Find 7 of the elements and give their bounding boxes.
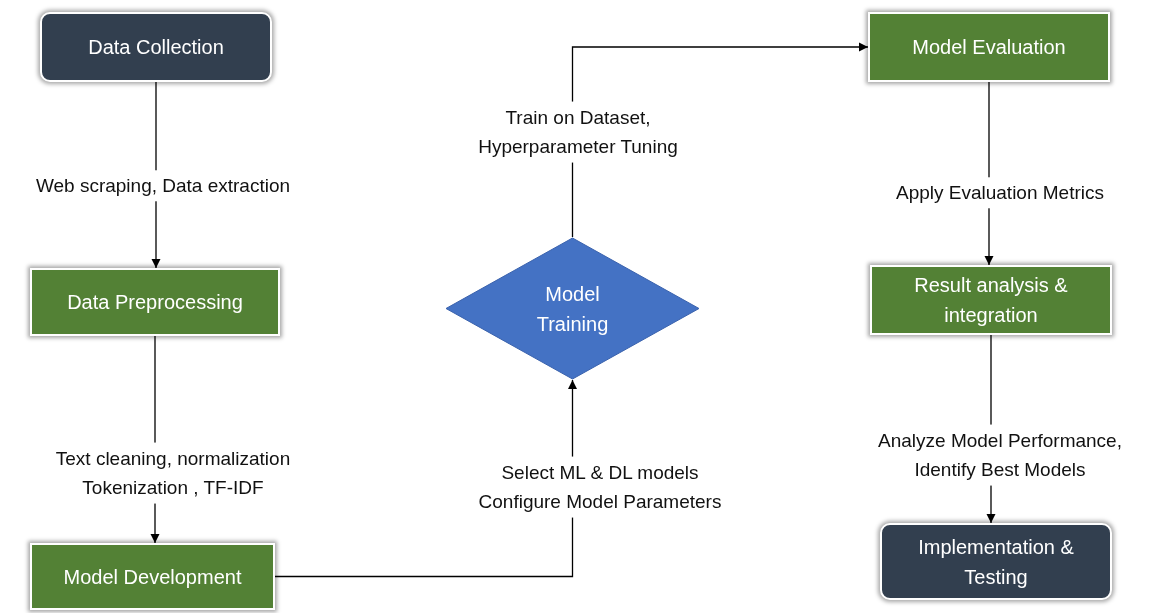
decision-diamond: Model Training (445, 237, 700, 380)
process-box: Model Evaluation (868, 12, 1110, 82)
process-box: Data Collection (40, 12, 272, 82)
process-box: Result analysis & integration (870, 265, 1112, 335)
process-box: Data Preprocessing (30, 268, 280, 336)
process-box: Model Development (30, 543, 275, 610)
process-box: Implementation & Testing (880, 523, 1112, 600)
